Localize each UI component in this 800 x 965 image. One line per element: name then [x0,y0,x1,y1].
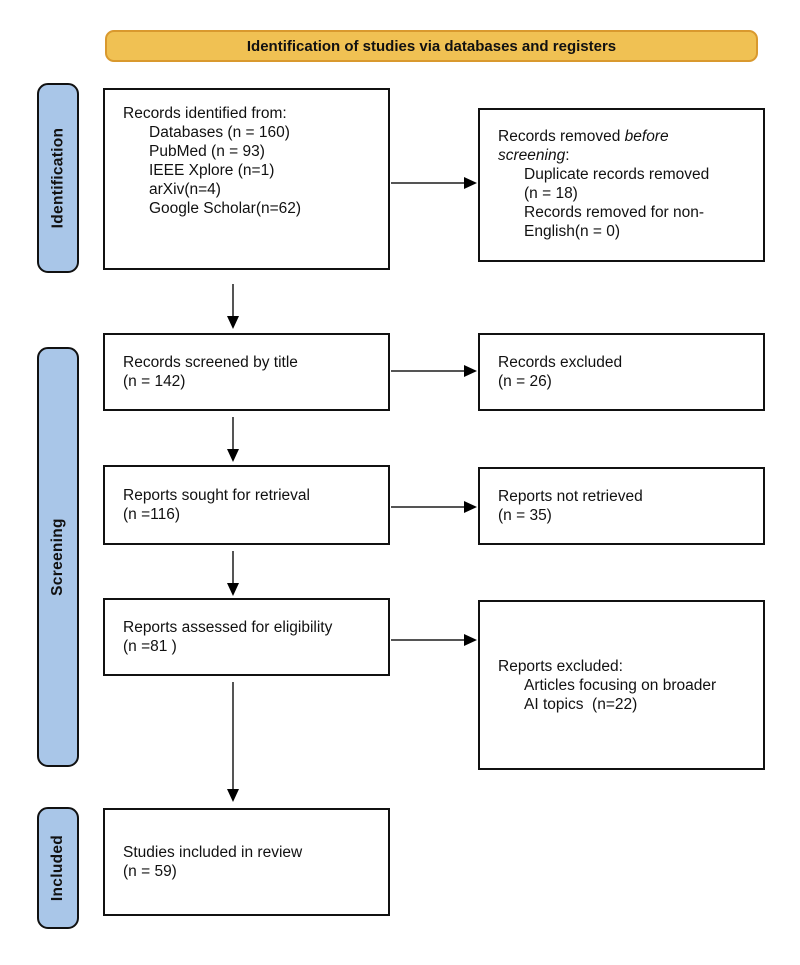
box-reports-sought: Reports sought for retrieval (n =116) [103,465,390,545]
box-reports-excluded: Reports excluded: Articles focusing on b… [478,600,765,770]
text-line: Records removed for non- [524,204,705,221]
text-line: Studies included in review [123,844,303,861]
arrow-identified-to-screened [227,284,239,329]
arrow-assessed-to-included [227,682,239,802]
arrow-assessed-to-reports-excluded [391,634,477,646]
arrow-sought-to-not-retrieved [391,501,477,513]
box-records-removed: Records removed before screening: Duplic… [478,108,765,262]
text-line: (n = 18) [524,185,578,202]
text-line: screening: [498,146,755,165]
arrow-sought-to-assessed [227,551,239,596]
stage-label-screening: Screening [37,347,79,767]
text-line: Records screened by title [123,354,298,371]
arrow-shaft [391,506,465,508]
text-line: (n = 35) [498,507,552,524]
box-records-excluded: Records excluded (n = 26) [478,333,765,411]
stage-label-included: Included [37,807,79,929]
text-segment-italic: before [624,128,669,145]
text-line: Records identified from: [123,105,287,122]
arrow-head-icon [227,789,239,802]
arrow-shaft [232,284,234,317]
text-line: Articles focusing on broader [524,676,717,694]
stage-screening-text: Screening [49,518,66,596]
text-line: Reports excluded: [498,657,623,675]
text-line: (n =81 ) [123,638,177,655]
text-line: (n = 142) [123,373,186,390]
title-banner: Identification of studies via databases … [105,30,758,62]
text-line: English(n = 0) [524,223,621,240]
arrow-screened-to-sought [227,417,239,462]
text-line: PubMed (n = 93) [149,143,265,160]
text-line: Reports sought for retrieval [123,487,310,504]
arrow-head-icon [227,449,239,462]
box-records-screened: Records screened by title (n = 142) [103,333,390,411]
text-line: AI topics (n=22) [524,695,638,713]
box-reports-assessed: Reports assessed for eligibility (n =81 … [103,598,390,676]
arrow-shaft [232,682,234,790]
box-reports-not-retrieved: Reports not retrieved (n = 35) [478,467,765,545]
arrow-head-icon [227,583,239,596]
arrow-head-icon [227,316,239,329]
arrow-shaft [391,639,465,641]
arrow-shaft [391,182,465,184]
text-line: Records removed before [498,127,755,146]
stage-label-identification: Identification [37,83,79,273]
text-line: (n = 59) [123,863,177,880]
title-banner-label: Identification of studies via databases … [246,37,617,55]
text-line: Google Scholar(n=62) [149,200,302,217]
text-segment: Records removed [498,128,625,145]
text-line: Duplicate records removed [524,166,710,183]
text-segment-italic: screening [498,147,566,164]
arrow-head-icon [464,501,477,513]
stage-identification-text: Identification [49,127,66,229]
text-segment: : [565,147,570,164]
arrow-shaft [232,551,234,584]
text-line: Reports assessed for eligibility [123,619,333,636]
arrow-screened-to-excluded [391,365,477,377]
arrow-identified-to-removed [391,177,477,189]
text-line: Databases (n = 160) [149,124,290,141]
arrow-head-icon [464,365,477,377]
text-line: arXiv(n=4) [149,181,221,198]
box-studies-included: Studies included in review (n = 59) [103,808,390,916]
text-line: IEEE Xplore (n=1) [149,162,275,179]
box-records-identified: Records identified from: Databases (n = … [103,88,390,270]
arrow-head-icon [464,177,477,189]
arrow-shaft [232,417,234,450]
text-line: (n = 26) [498,373,552,390]
arrow-shaft [391,370,465,372]
text-line: Records excluded [498,354,623,371]
text-line: Reports not retrieved [498,488,643,505]
arrow-head-icon [464,634,477,646]
stage-included-text: Included [49,834,67,902]
text-line: (n =116) [123,506,181,523]
